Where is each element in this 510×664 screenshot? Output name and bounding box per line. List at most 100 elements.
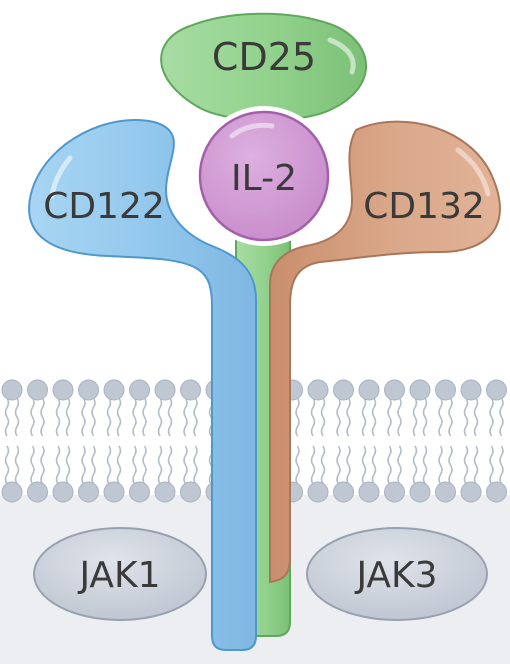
lipid-head <box>435 481 456 503</box>
lipid-head <box>129 481 150 503</box>
lipid-head <box>1 379 23 401</box>
lipid-tail <box>387 445 392 485</box>
lipid-tail <box>320 445 326 485</box>
lipid-tail <box>132 445 137 485</box>
lipid-tail <box>65 445 71 485</box>
lipid-tail <box>4 397 10 437</box>
lipid-head <box>384 481 405 503</box>
lipid-tail <box>422 445 428 485</box>
lipid-head <box>129 379 150 401</box>
lipid-head <box>27 379 48 401</box>
lipid-head <box>27 481 48 503</box>
lipid-head <box>486 379 507 401</box>
lipid-head <box>154 379 176 401</box>
lipid-tail <box>142 445 147 485</box>
lipid-tail <box>422 397 428 437</box>
lipid-tail <box>448 397 453 437</box>
cd132-label: CD132 <box>363 186 485 227</box>
lipid-tail <box>361 445 367 485</box>
lipid-tail <box>387 397 392 437</box>
jak3-kinase: JAK3 <box>306 527 488 621</box>
lipid-tail <box>142 397 147 437</box>
lipid-tail <box>346 397 351 437</box>
lipid-tail <box>132 397 137 437</box>
lipid-tail <box>438 397 443 437</box>
lipid-tail <box>55 397 61 437</box>
lipid-head <box>78 481 99 503</box>
lipid-tail <box>489 445 494 485</box>
lipid-head <box>180 481 201 503</box>
lipid-tail <box>473 445 479 485</box>
lipid-tail <box>30 445 35 485</box>
lipid-tail <box>157 397 163 437</box>
lipid-head <box>103 481 125 503</box>
lipid-tail <box>448 445 453 485</box>
lipid-tail <box>193 445 198 485</box>
cd122-label: CD122 <box>43 186 165 227</box>
lipid-tail <box>397 397 402 437</box>
lipid-tail <box>167 445 173 485</box>
lipid-tail <box>116 445 122 485</box>
lipid-tail <box>310 445 316 485</box>
lipid-tail <box>412 397 418 437</box>
il2-ligand: IL-2 <box>194 106 334 246</box>
lipid-tail <box>157 445 163 485</box>
lipid-head <box>384 379 405 401</box>
lipid-head <box>180 379 201 401</box>
lipid-tail <box>65 397 71 437</box>
lipid-tail <box>438 445 443 485</box>
lipid-tail <box>81 397 86 437</box>
lipid-tail <box>193 397 198 437</box>
lipid-head <box>358 379 380 401</box>
cd132-subunit: CD132 <box>269 120 501 584</box>
lipid-tail <box>91 445 96 485</box>
lipid-tail <box>397 445 402 485</box>
cd122-subunit: CD122 <box>28 119 257 651</box>
lipid-tail <box>336 397 341 437</box>
lipid-head <box>103 379 125 401</box>
lipid-tail <box>14 397 20 437</box>
lipid-tail <box>310 397 316 437</box>
lipid-tail <box>40 397 45 437</box>
lipid-tail <box>91 397 96 437</box>
jak1-label: JAK1 <box>77 555 160 596</box>
lipid-tail <box>499 397 504 437</box>
lipid-head <box>460 481 482 503</box>
lipid-tail <box>371 397 377 437</box>
lipid-tail <box>295 445 300 485</box>
lipid-tail <box>167 397 173 437</box>
jak3-label: JAK3 <box>354 555 437 596</box>
lipid-head <box>358 481 380 503</box>
lipid-tail <box>81 445 86 485</box>
lipid-tail <box>116 397 122 437</box>
lipid-head <box>52 379 74 401</box>
lipid-tail <box>489 397 494 437</box>
lipid-tail <box>346 445 351 485</box>
lipid-tail <box>40 445 45 485</box>
lipid-head <box>333 379 354 401</box>
lipid-tail <box>55 445 61 485</box>
lipid-tail <box>320 397 326 437</box>
lipid-head <box>307 481 329 503</box>
lipid-head <box>460 379 482 401</box>
lipid-head <box>435 379 456 401</box>
lipid-tail <box>295 397 300 437</box>
lipid-tail <box>463 445 469 485</box>
lipid-tail <box>463 397 469 437</box>
lipid-head <box>1 481 23 503</box>
lipid-head <box>78 379 99 401</box>
lipid-head <box>409 481 431 503</box>
lipid-tail <box>106 397 112 437</box>
lipid-tail <box>361 397 367 437</box>
lipid-tail <box>106 445 112 485</box>
lipid-tail <box>473 397 479 437</box>
lipid-head <box>486 481 507 503</box>
lipid-head <box>409 379 431 401</box>
il2-label: IL-2 <box>231 158 297 199</box>
cd25-label: CD25 <box>212 35 316 79</box>
lipid-tail <box>4 445 10 485</box>
lipid-bilayer <box>1 379 507 503</box>
jak1-kinase: JAK1 <box>33 527 207 621</box>
